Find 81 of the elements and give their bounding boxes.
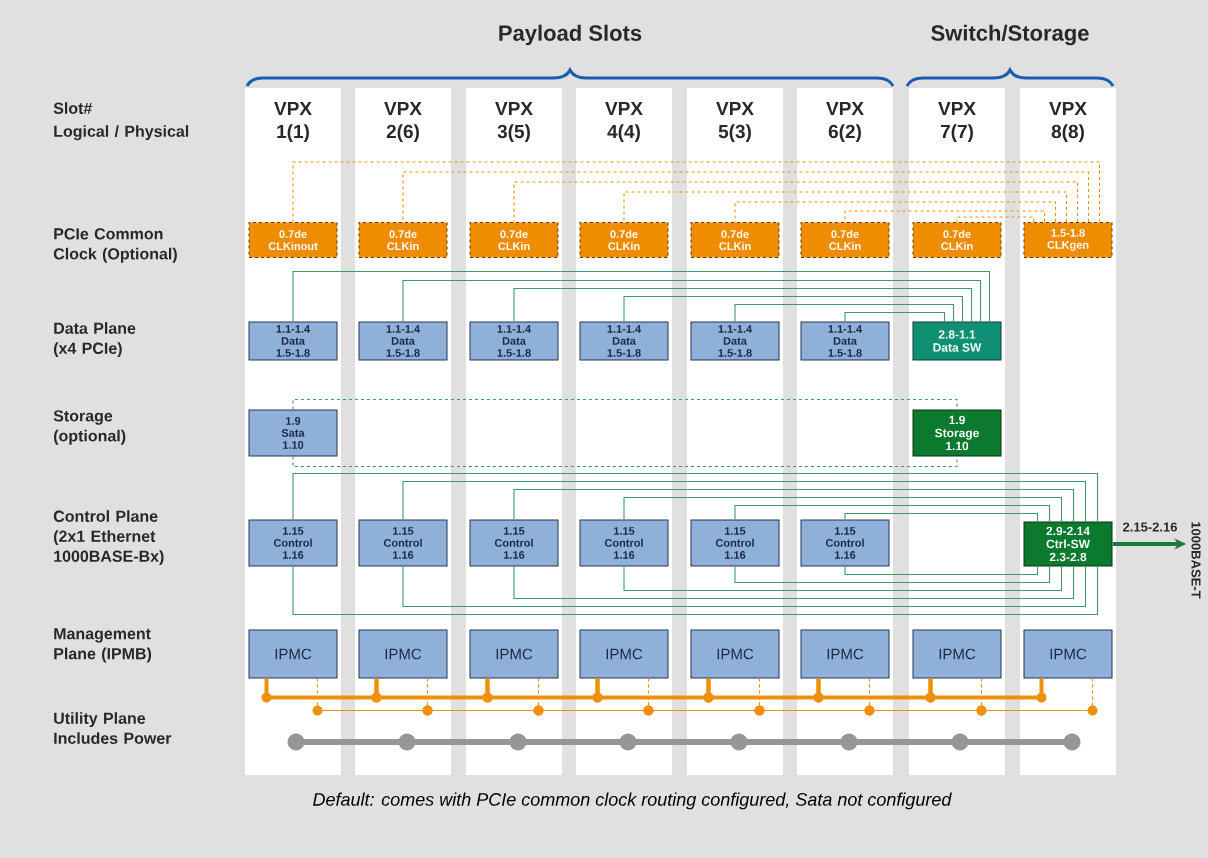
data-link: [292, 270, 991, 323]
ipmb-bus: [925, 678, 1047, 703]
control-link: [623, 565, 1063, 592]
ipmc-box: IPMC: [358, 629, 448, 679]
control-link: [844, 512, 1039, 523]
port-box: 1.1-1.4 Data 1.5-1.8: [579, 321, 669, 361]
port-label: 1000BASE-T: [1191, 522, 1201, 599]
control-link: [292, 472, 1099, 523]
clock-box: 0.7de CLKin: [579, 222, 669, 258]
row-label: Storage (optional): [53, 410, 126, 445]
control-link: [623, 496, 1063, 523]
row-label: PCIe Common Clock (Optional): [53, 228, 177, 263]
control-link: [734, 565, 1051, 584]
port-box: 1.15 Control 1.16: [579, 519, 669, 567]
clock-box: 1.5-1.8 CLKgen: [1023, 222, 1113, 258]
slot-label: VPX 6(2): [826, 102, 864, 142]
port-box: 1.1-1.4 Data 1.5-1.8: [469, 321, 559, 361]
port-box: 1.15 Control 1.16: [248, 519, 338, 567]
slot-label: VPX 4(4): [605, 102, 643, 142]
port-box: 1.1-1.4 Data 1.5-1.8: [800, 321, 890, 361]
slot-label: VPX 8(8): [1049, 102, 1087, 142]
slot-label: VPX 2(6): [384, 102, 422, 142]
ipmc-box: IPMC: [912, 629, 1002, 679]
storage-link: [292, 398, 958, 468]
switch-box: 2.9-2.14 Ctrl-SW 2.3-2.8: [1023, 521, 1113, 567]
row-label: Utility Plane Includes Power: [54, 712, 172, 744]
slot-label: VPX 1(1): [274, 102, 312, 142]
ipmb-bus: [976, 677, 1098, 716]
ipmc-box: IPMC: [469, 629, 559, 679]
clock-line: [292, 161, 1101, 223]
clock-line: [623, 191, 1068, 223]
clock-line: [956, 216, 1035, 223]
switch-box: 2.8-1.1 Data SW: [912, 321, 1002, 361]
clock-box: 0.7de CLKin: [800, 222, 890, 258]
slot-label: VPX 5(3): [716, 102, 754, 142]
slot-label: VPX 3(5): [495, 102, 533, 142]
port-box: 1.15 Control 1.16: [690, 519, 780, 567]
clock-line: [734, 201, 1057, 223]
port-box: 1.1-1.4 Data 1.5-1.8: [358, 321, 448, 361]
ipmc-box: IPMC: [800, 629, 890, 679]
heading: Payload Slots: [499, 24, 642, 46]
clock-line: [513, 181, 1079, 223]
data-link: [734, 303, 955, 323]
row-label: Management Plane (IPMB): [54, 628, 152, 663]
clock-line: [402, 171, 1090, 223]
caption: Default: comes with PCIe common clock routing configured, Sata not configured: [313, 792, 952, 810]
port-box: 1.1-1.4 Data 1.5-1.8: [248, 321, 338, 361]
control-link: [844, 565, 1039, 576]
control-link: [513, 488, 1075, 523]
port-box: 1.9 Sata 1.10: [248, 409, 338, 457]
clock-line: [844, 210, 1046, 223]
control-link: [734, 504, 1051, 523]
switch-box: 1.9 Storage 1.10: [912, 409, 1002, 457]
port-box: 1.15 Control 1.16: [800, 519, 890, 567]
control-link: [402, 565, 1087, 608]
clock-box: 0.7de CLKin: [469, 222, 559, 258]
ipmc-box: IPMC: [248, 629, 338, 679]
data-link: [402, 279, 982, 323]
clock-box: 0.7de CLKinout: [248, 222, 338, 258]
ipmc-box: IPMC: [1023, 629, 1113, 679]
data-link: [623, 295, 964, 323]
control-link: [513, 565, 1075, 600]
data-link: [844, 311, 946, 323]
control-link: [292, 565, 1099, 616]
port-box: 1.15 Control 1.16: [358, 519, 448, 567]
slot-label: VPX 7(7): [938, 102, 976, 142]
row-label: Data Plane (x4 PCIe): [54, 322, 136, 358]
edge-label: 2.15-2.16: [1123, 522, 1177, 532]
heading: Switch/Storage: [931, 24, 1089, 46]
control-link: [402, 480, 1087, 523]
clock-box: 0.7de CLKin: [912, 222, 1002, 258]
row-label: Control Plane (2x1 Ethernet 1000BASE-Bx): [53, 510, 164, 566]
port-box: 1.15 Control 1.16: [469, 519, 559, 567]
row-label: Logical / Physical: [54, 125, 189, 141]
data-link: [513, 287, 973, 323]
port-box: 1.1-1.4 Data 1.5-1.8: [690, 321, 780, 361]
row-label: Slot#: [53, 102, 93, 114]
clock-box: 0.7de CLKin: [358, 222, 448, 258]
clock-box: 0.7de CLKin: [690, 222, 780, 258]
ipmc-box: IPMC: [579, 629, 669, 679]
ipmc-box: IPMC: [690, 629, 780, 679]
